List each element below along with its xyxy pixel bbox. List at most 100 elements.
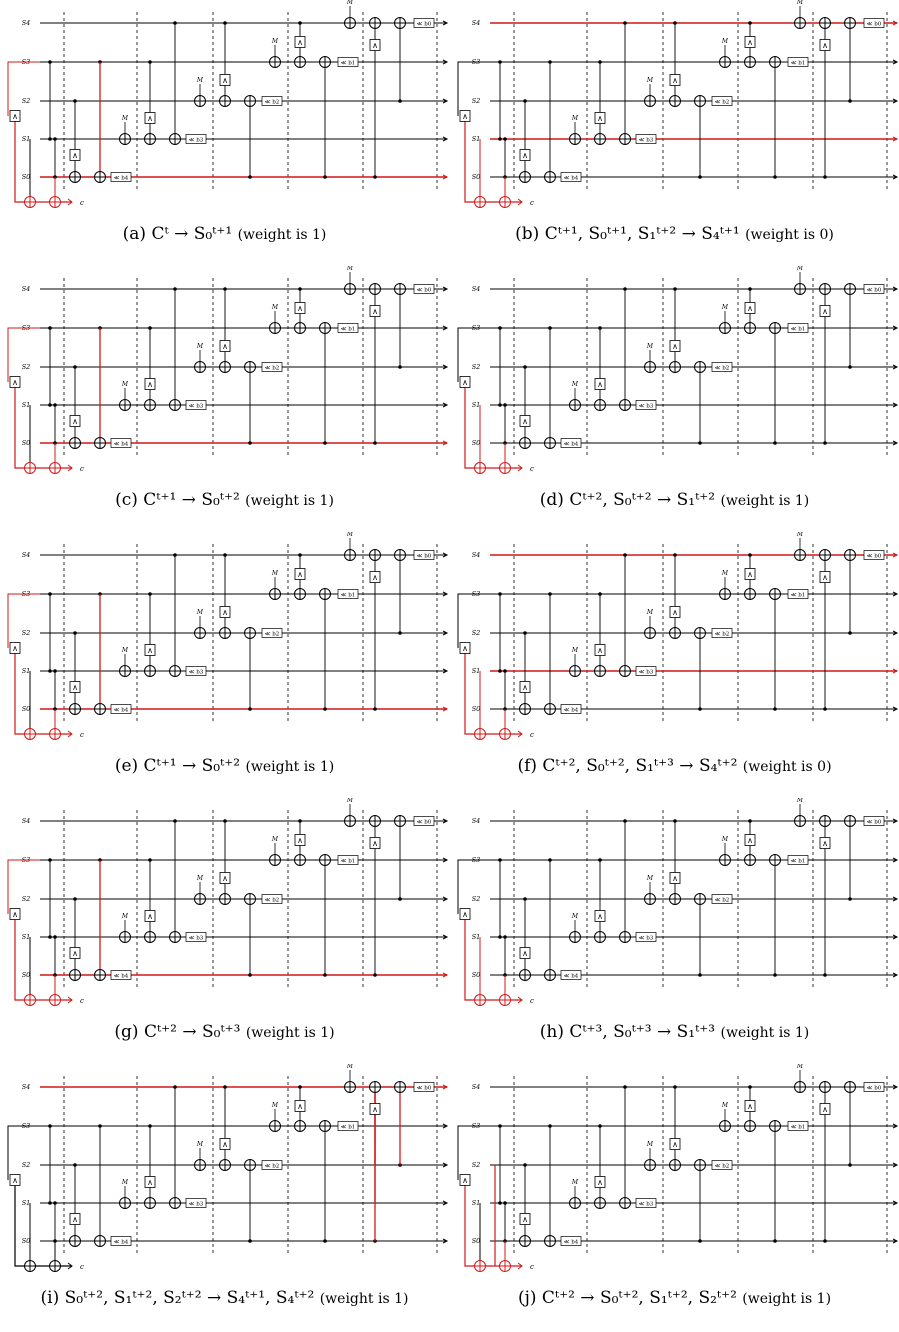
and-gate-icon xyxy=(744,36,756,48)
and-gate-icon xyxy=(9,908,21,920)
and-gate-label: ∧ xyxy=(72,417,78,426)
control-dot xyxy=(848,365,852,369)
output-arrow xyxy=(517,996,523,1004)
measure-label: M xyxy=(346,0,354,6)
control-dot xyxy=(53,935,57,939)
control-dot xyxy=(698,973,702,977)
shift-box xyxy=(560,172,582,182)
shift-box-label: ≪ b0 xyxy=(417,820,432,826)
measure-label: M xyxy=(646,77,654,84)
wire-arrow xyxy=(442,325,449,331)
output-arrow xyxy=(67,198,73,206)
caption-tag: (i) xyxy=(40,1288,60,1308)
measure-label: M xyxy=(121,381,129,388)
output-rail xyxy=(14,121,72,203)
control-dot xyxy=(373,707,377,711)
control-dot xyxy=(398,99,402,103)
and-gate-icon xyxy=(144,112,156,124)
output-rail xyxy=(464,653,522,735)
measure-label: M xyxy=(196,343,204,350)
wire-arrow xyxy=(892,402,899,408)
shift-box xyxy=(787,323,809,333)
wire-arrow xyxy=(442,1200,449,1206)
wire-label: S1 xyxy=(472,401,481,409)
and-gate-label: ∧ xyxy=(72,949,78,958)
control-dot xyxy=(498,1124,502,1128)
caption-expr: Cᵗ⁺² → S₀ᵗ⁺³ xyxy=(143,1022,241,1042)
shift-box xyxy=(635,666,657,676)
control-dot xyxy=(498,1201,502,1205)
control-dot xyxy=(223,819,227,823)
wire-label: S2 xyxy=(22,629,31,637)
control-dot xyxy=(673,819,677,823)
and-gate-label: ∧ xyxy=(522,1215,528,1224)
caption-expr: Cᵗ⁺², S₀ᵗ⁺², S₁ᵗ⁺³ → S₄ᵗ⁺² xyxy=(542,756,738,776)
shift-box-label: ≪ b3 xyxy=(189,138,204,144)
shift-box-label: ≪ b3 xyxy=(639,670,654,676)
control-dot xyxy=(373,441,377,445)
and-gate-label: ∧ xyxy=(597,912,603,921)
control-dot xyxy=(698,441,702,445)
wire-label: S0 xyxy=(472,173,481,181)
and-gate-icon xyxy=(69,681,81,693)
output-label: c xyxy=(80,997,84,1005)
control-dot xyxy=(223,1085,227,1089)
control-dot xyxy=(503,403,507,407)
control-dot xyxy=(73,365,77,369)
caption-tag: (b) xyxy=(515,224,540,244)
shift-box xyxy=(863,550,885,560)
measure-label: M xyxy=(571,1179,579,1186)
control-dot xyxy=(398,365,402,369)
caption-g: (g) Cᵗ⁺² → S₀ᵗ⁺³ (weight is 1) xyxy=(0,1022,449,1042)
measure-label: M xyxy=(571,913,579,920)
control-dot xyxy=(53,669,57,673)
and-gate-label: ∧ xyxy=(372,573,378,582)
and-gate-icon xyxy=(744,568,756,580)
control-dot xyxy=(848,99,852,103)
control-dot xyxy=(48,935,52,939)
and-gate-label: ∧ xyxy=(147,114,153,123)
wire-arrow xyxy=(892,934,899,940)
caption-i: (i) S₀ᵗ⁺², S₁ᵗ⁺², S₂ᵗ⁺² → S₄ᵗ⁺¹, S₄ᵗ⁺² (… xyxy=(0,1288,449,1308)
control-dot xyxy=(173,21,177,25)
control-dot xyxy=(548,60,552,64)
control-dot xyxy=(373,175,377,179)
shift-box-label: ≪ b4 xyxy=(564,176,579,182)
feedback-path xyxy=(7,61,40,116)
control-dot xyxy=(503,669,507,673)
wire-label: S0 xyxy=(472,439,481,447)
caption-tag: (g) xyxy=(114,1022,139,1042)
and-gate-icon xyxy=(219,74,231,86)
measure-label: M xyxy=(796,532,804,538)
control-dot xyxy=(503,1201,507,1205)
control-dot xyxy=(523,99,527,103)
and-gate-icon xyxy=(594,644,606,656)
measure-label: M xyxy=(346,266,354,272)
feedback-path xyxy=(7,1125,40,1180)
caption-tag: (d) xyxy=(539,490,564,510)
shift-box xyxy=(110,704,132,714)
and-gate-icon xyxy=(69,947,81,959)
wire-arrow xyxy=(442,136,449,142)
control-dot xyxy=(298,1085,302,1089)
measure-label: M xyxy=(721,1102,729,1109)
wire-arrow xyxy=(892,1200,899,1206)
shift-box xyxy=(110,438,132,448)
control-dot xyxy=(523,365,527,369)
control-dot xyxy=(323,441,327,445)
shift-box xyxy=(337,855,359,865)
shift-box-label: ≪ b2 xyxy=(265,898,280,904)
and-gate-label: ∧ xyxy=(822,307,828,316)
caption-weight: (weight is 1) xyxy=(237,227,327,243)
measure-label: M xyxy=(646,875,654,882)
wire-label: S1 xyxy=(22,667,31,675)
measure-label: M xyxy=(346,798,354,804)
and-gate-icon xyxy=(669,872,681,884)
wire-arrow xyxy=(442,1123,449,1129)
control-dot xyxy=(148,592,152,596)
feedback-path xyxy=(457,1125,490,1180)
caption-expr: Cᵗ⁺¹, S₀ᵗ⁺¹, S₁ᵗ⁺² → S₄ᵗ⁺¹ xyxy=(544,224,740,244)
